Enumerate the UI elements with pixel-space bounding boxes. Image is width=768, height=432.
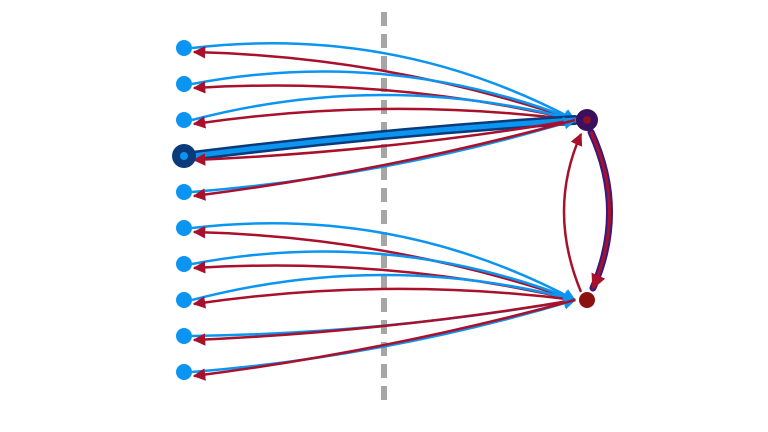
edge-outgoing [191, 222, 577, 302]
left-node [176, 184, 192, 200]
left-node [176, 256, 192, 272]
edge-outgoing [191, 250, 577, 302]
edge-incoming [192, 118, 576, 201]
edge-incoming [192, 118, 576, 166]
edge-incoming [192, 46, 576, 122]
left-node [176, 76, 192, 92]
edge-outgoing [191, 273, 577, 304]
edge-outgoing-highlight [189, 117, 578, 159]
edge-incoming [192, 298, 576, 346]
edge-incoming [192, 298, 576, 381]
left-node [176, 292, 192, 308]
edge-outgoing [191, 93, 577, 124]
hub-node-top-core [583, 116, 591, 124]
edge-incoming [192, 107, 576, 129]
edge-hub-link-top-to-bottom [589, 131, 611, 290]
edge-incoming [192, 226, 576, 302]
edge-outgoing [191, 70, 577, 122]
edge-outgoing [191, 42, 577, 122]
left-node [176, 112, 192, 128]
edge-incoming [192, 287, 576, 309]
left-node [176, 364, 192, 380]
edge-layer [187, 42, 613, 381]
left-node [176, 40, 192, 56]
edge-hub-link-bottom-to-top [562, 132, 583, 293]
node-layer [172, 40, 598, 380]
left-node [176, 328, 192, 344]
hub-node-bottom [579, 292, 595, 308]
left-node-highlighted-core [180, 152, 188, 160]
left-node [176, 220, 192, 236]
